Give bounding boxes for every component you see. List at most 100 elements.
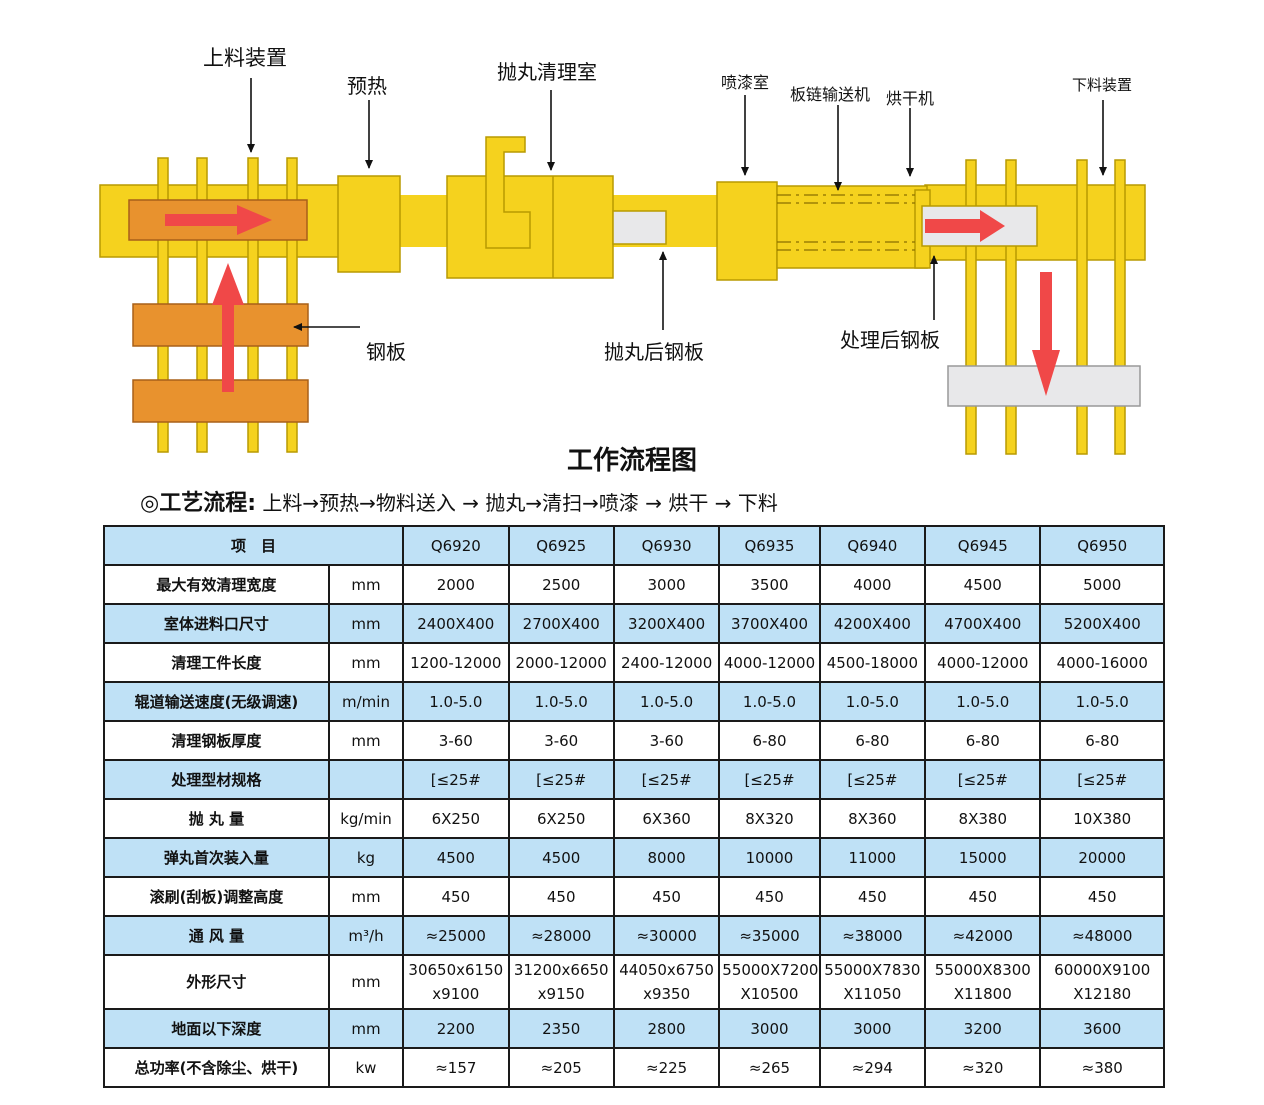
header-model: Q6925 bbox=[507, 525, 615, 566]
row-value: [≤25# bbox=[1039, 759, 1165, 800]
row-item: 外形尺寸 bbox=[103, 954, 330, 1010]
row-value: 1.0-5.0 bbox=[718, 681, 821, 722]
row-unit: mm bbox=[327, 1008, 405, 1049]
header-item: 项 目 bbox=[102, 525, 405, 566]
row-value: [≤25# bbox=[818, 759, 927, 800]
flow-arrow-icon: → bbox=[582, 491, 599, 515]
row-value: ≈35000 bbox=[718, 915, 821, 956]
row-value: 20000 bbox=[1039, 837, 1165, 878]
row-value: 2500 bbox=[507, 564, 615, 605]
row-value: 3200X400 bbox=[612, 603, 721, 644]
row-value: 1.0-5.0 bbox=[818, 681, 927, 722]
row-value: [≤25# bbox=[718, 759, 821, 800]
row-value: ≈30000 bbox=[612, 915, 721, 956]
workflow-diagram bbox=[99, 78, 1146, 455]
row-item: 处理型材规格 bbox=[103, 759, 330, 800]
row-value: 3700X400 bbox=[718, 603, 821, 644]
row-value: 6X250 bbox=[507, 798, 615, 839]
label-paint-room: 喷漆室 bbox=[721, 73, 770, 92]
process-step: 下料 bbox=[737, 491, 778, 515]
row-value: [≤25# bbox=[402, 759, 510, 800]
row-value: 3-60 bbox=[402, 720, 510, 761]
process-step: 预热 bbox=[319, 491, 360, 515]
row-value: 11000 bbox=[818, 837, 927, 878]
row-item: 总功率(不含除尘、烘干) bbox=[103, 1047, 330, 1088]
row-value: ≈320 bbox=[924, 1047, 1042, 1088]
row-value: ≈48000 bbox=[1039, 915, 1165, 956]
row-value: 4000-12000 bbox=[924, 642, 1042, 683]
row-value: 450 bbox=[818, 876, 927, 917]
steel-plate bbox=[132, 303, 309, 347]
row-item: 地面以下深度 bbox=[103, 1008, 330, 1049]
row-value: 2200 bbox=[402, 1008, 510, 1049]
process-step: 烘干 bbox=[668, 491, 709, 515]
row-value: 8X360 bbox=[818, 798, 927, 839]
row-unit: kw bbox=[327, 1047, 405, 1088]
row-value: ≈294 bbox=[818, 1047, 927, 1088]
label-chain-conveyor: 板链输送机 bbox=[790, 85, 871, 104]
label-steel-plate: 钢板 bbox=[366, 340, 406, 364]
row-value: 6X360 bbox=[612, 798, 721, 839]
row-value: ≈157 bbox=[402, 1047, 510, 1088]
row-value: 2000 bbox=[402, 564, 510, 605]
header-model: Q6935 bbox=[718, 525, 821, 566]
table-row: 处理型材规格[≤25#[≤25#[≤25#[≤25#[≤25#[≤25#[≤25… bbox=[103, 759, 1165, 800]
header-model: Q6945 bbox=[924, 525, 1042, 566]
row-value: 4200X400 bbox=[818, 603, 927, 644]
row-value: 15000 bbox=[924, 837, 1042, 878]
row-value: 10X380 bbox=[1039, 798, 1165, 839]
unloading-roller bbox=[1005, 159, 1017, 455]
table-row: 总功率(不含除尘、烘干)kw≈157≈205≈225≈265≈294≈320≈3… bbox=[103, 1047, 1165, 1088]
row-value: 3200 bbox=[924, 1008, 1042, 1049]
steel-plate bbox=[132, 379, 309, 423]
process-step: 物料送入 bbox=[375, 491, 456, 515]
row-unit: mm bbox=[327, 954, 405, 1010]
header-model: Q6920 bbox=[402, 525, 510, 566]
row-unit: mm bbox=[327, 876, 405, 917]
row-value: 55000X8300 X11800 bbox=[924, 954, 1042, 1010]
label-preheat: 预热 bbox=[347, 74, 387, 98]
blast-hook-shape bbox=[485, 136, 531, 249]
row-item: 弹丸首次装入量 bbox=[103, 837, 330, 878]
row-unit: m³/h bbox=[327, 915, 405, 956]
row-value: 3-60 bbox=[507, 720, 615, 761]
row-value: 6X250 bbox=[402, 798, 510, 839]
row-value: 1.0-5.0 bbox=[612, 681, 721, 722]
flow-arrow-icon: → bbox=[638, 491, 669, 515]
row-value: 3500 bbox=[718, 564, 821, 605]
row-value: 2800 bbox=[612, 1008, 721, 1049]
row-value: 3600 bbox=[1039, 1008, 1165, 1049]
row-value: ≈225 bbox=[612, 1047, 721, 1088]
row-value: 6-80 bbox=[924, 720, 1042, 761]
row-value: 55000X7830 X11050 bbox=[818, 954, 927, 1010]
header-model: Q6930 bbox=[612, 525, 721, 566]
row-value: 4500 bbox=[402, 837, 510, 878]
flow-arrow-down bbox=[1032, 272, 1060, 396]
row-value: 1.0-5.0 bbox=[924, 681, 1042, 722]
row-value: 1.0-5.0 bbox=[402, 681, 510, 722]
label-treated-plate: 处理后钢板 bbox=[840, 328, 940, 352]
row-value: 4000-16000 bbox=[1039, 642, 1165, 683]
flow-arrow-icon: → bbox=[708, 491, 738, 515]
row-value: 8X380 bbox=[924, 798, 1042, 839]
row-value: 2400X400 bbox=[402, 603, 510, 644]
row-value: ≈380 bbox=[1039, 1047, 1165, 1088]
row-value: ≈28000 bbox=[507, 915, 615, 956]
row-value: 6-80 bbox=[718, 720, 821, 761]
flow-arrow-right-exit bbox=[925, 210, 1005, 242]
row-value: 2350 bbox=[507, 1008, 615, 1049]
row-value: 5200X400 bbox=[1039, 603, 1165, 644]
row-unit: kg/min bbox=[327, 798, 405, 839]
row-value: 3000 bbox=[612, 564, 721, 605]
after-blast-plate bbox=[612, 210, 667, 245]
row-value: 450 bbox=[402, 876, 510, 917]
chain-conveyor bbox=[776, 185, 928, 269]
row-item: 清理工件长度 bbox=[103, 642, 330, 683]
unloading-roller bbox=[1076, 159, 1088, 455]
